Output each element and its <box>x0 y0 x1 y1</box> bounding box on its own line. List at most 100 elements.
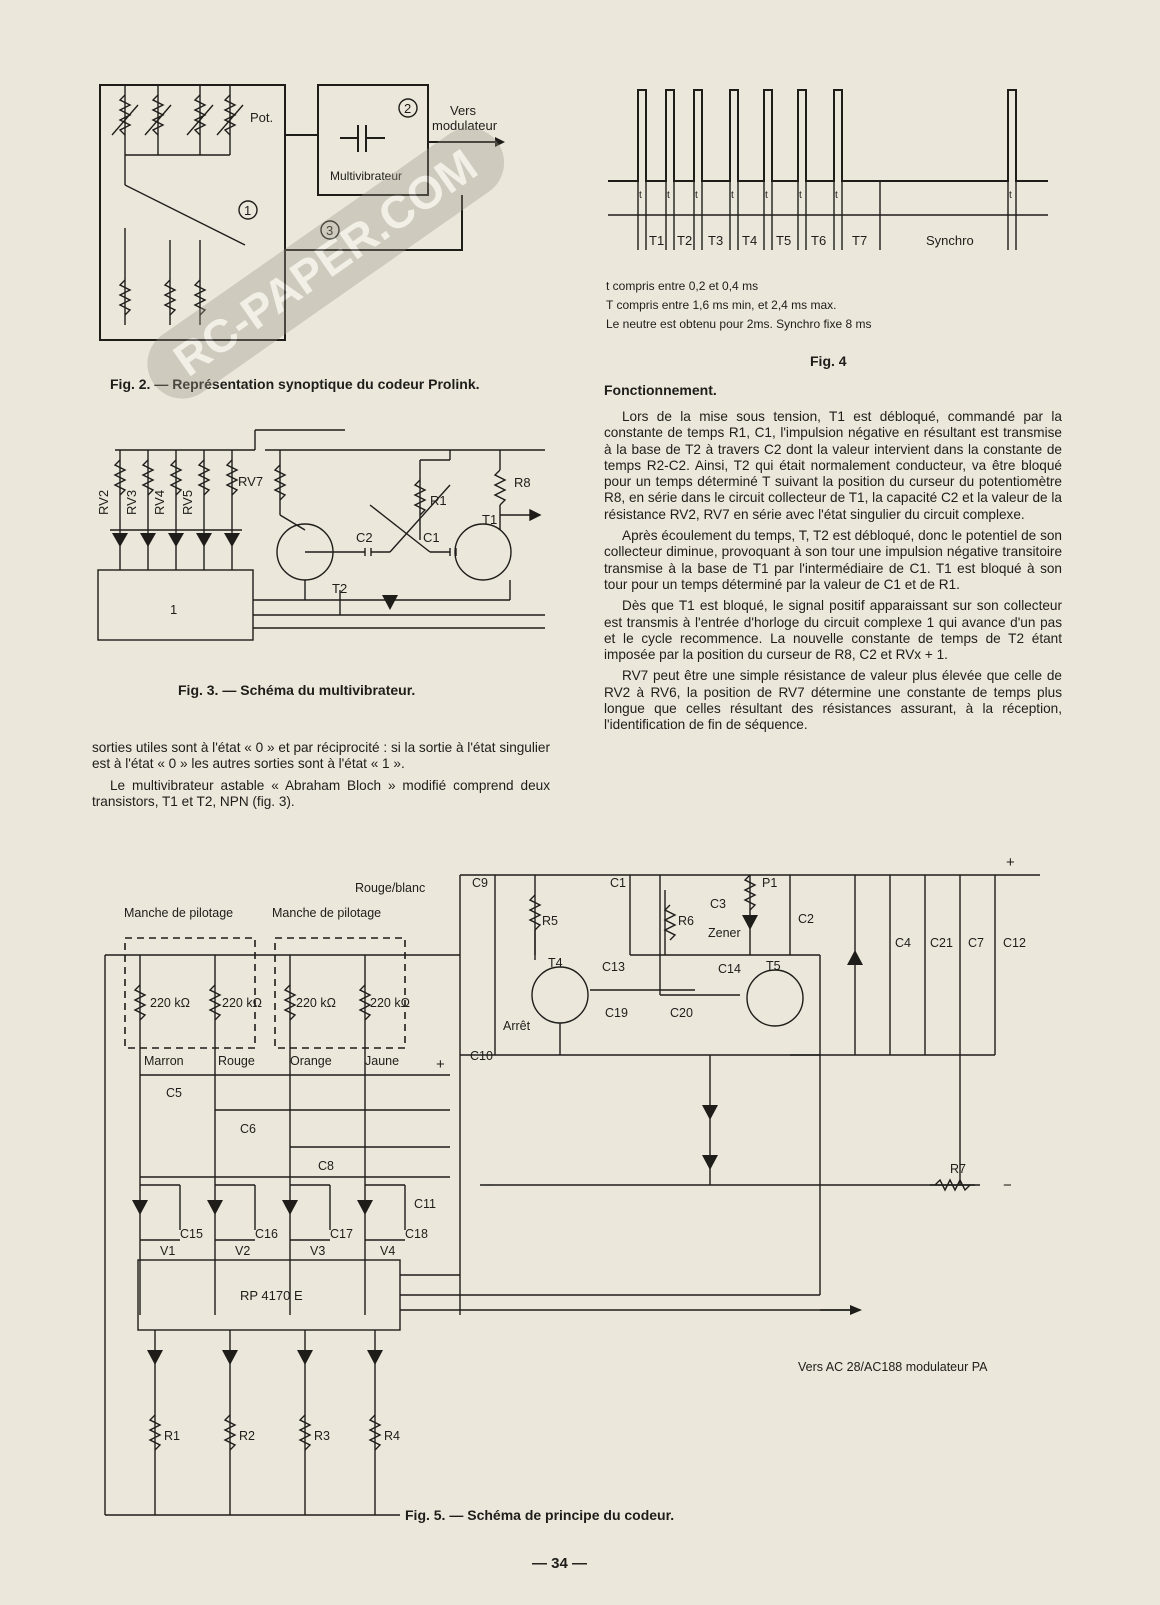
fig5-wire-marron: Marron <box>144 1054 184 1068</box>
fig5-plus-left: + <box>436 1056 445 1073</box>
fig5-c11: C11 <box>414 1197 436 1211</box>
fig5-c8: C8 <box>318 1159 334 1173</box>
fig5-v2: V2 <box>235 1244 250 1258</box>
fig5-r2: R2 <box>239 1429 255 1443</box>
fig2-node-2: 2 <box>404 101 411 116</box>
fig4-interval-synchro: Synchro <box>926 233 974 248</box>
fig5-v1: V1 <box>160 1244 175 1258</box>
fig5-c10: C10 <box>470 1049 493 1063</box>
fig5-c5: C5 <box>166 1086 182 1100</box>
fig5-c19: C19 <box>605 1006 628 1020</box>
fig3-block: 1 <box>170 602 177 617</box>
fig5-c17: C17 <box>330 1227 353 1241</box>
fig4-interval-t7: T7 <box>852 233 867 248</box>
fig4-interval-t4: T4 <box>742 233 757 248</box>
fig2-caption: Fig. 2. — Représentation synoptique du c… <box>110 376 480 392</box>
fig5-c4: C4 <box>895 936 911 950</box>
fig4-tick-label: t <box>1009 190 1012 201</box>
fig5-r7: R7 <box>950 1162 966 1176</box>
fig5-r5: R5 <box>542 914 558 928</box>
fig5-zener: Zener <box>708 926 741 940</box>
fig5-r6: R6 <box>678 914 694 928</box>
fig5-pot-1: 220 kΩ <box>150 996 190 1010</box>
fig5-r4: R4 <box>384 1429 400 1443</box>
fig5-c16: C16 <box>255 1227 278 1241</box>
fig5-arret: Arrêt <box>503 1019 531 1033</box>
fig2-multivibrateur-label: Multivibrateur <box>330 169 402 183</box>
fig5-c3: C3 <box>710 897 726 911</box>
fig3-rv3: RV3 <box>124 490 139 515</box>
fig5-minus-left: − <box>485 1177 494 1194</box>
fig4-pulse-diagram: t t t t t t t t T1 T2 T3 T4 T5 T6 T7 Syn… <box>608 89 1048 250</box>
fig4-caption: Fig. 4 <box>810 353 847 369</box>
fig5-rouge-blanc: Rouge/blanc <box>355 881 425 895</box>
fig4-interval-t2: T2 <box>677 233 692 248</box>
fig5-v3: V3 <box>310 1244 325 1258</box>
fig5-pot-3: 220 kΩ <box>296 996 336 1010</box>
fig5-plus-right: + <box>1006 854 1015 871</box>
fig3-r1: R1 <box>430 493 447 508</box>
fig4-notes: t compris entre 0,2 et 0,4 ms T compris … <box>606 277 1026 334</box>
fig3-c2: C2 <box>356 530 373 545</box>
fig5-p1: P1 <box>762 876 777 890</box>
fig5-wire-rouge: Rouge <box>218 1054 255 1068</box>
right-paragraph: Dès que T1 est bloqué, le signal positif… <box>604 598 1062 663</box>
fig5-c6: C6 <box>240 1122 256 1136</box>
fig5-c7: C7 <box>968 936 984 950</box>
fig5-c1: C1 <box>610 876 626 890</box>
fig4-interval-t5: T5 <box>776 233 791 248</box>
fig5-c13: C13 <box>602 960 625 974</box>
fig5-minus-right: − <box>1003 1177 1012 1194</box>
fig5-t4: T4 <box>548 956 563 970</box>
fig2-vers-label: Vers <box>450 103 477 118</box>
fig4-interval-t6: T6 <box>811 233 826 248</box>
left-text-block: sorties utiles sont à l'état « 0 » et pa… <box>92 740 550 815</box>
fig3-diagram: RV2 RV3 RV4 RV5 RV7 R1 R8 C2 C1 T1 T2 1 <box>96 429 545 641</box>
fig4-tick-label: t <box>667 190 670 201</box>
fig3-rv7: RV7 <box>238 474 263 489</box>
fig3-r8: R8 <box>514 475 531 490</box>
fig5-c9: C9 <box>472 876 488 890</box>
fig3-rv4: RV4 <box>152 490 167 515</box>
fig2-node-1: 1 <box>244 203 251 218</box>
fig4-interval-t1: T1 <box>649 233 664 248</box>
fig5-output-label: Vers AC 28/AC188 modulateur PA <box>798 1360 988 1374</box>
fig3-caption: Fig. 3. — Schéma du multivibrateur. <box>178 682 416 698</box>
page-number: — 34 — <box>532 1555 588 1572</box>
fig5-pot-4: 220 kΩ <box>370 996 410 1010</box>
fig5-wire-jaune: Jaune <box>365 1054 399 1068</box>
fig5-manche-2: Manche de pilotage <box>272 906 381 920</box>
fig5-manche-1: Manche de pilotage <box>124 906 233 920</box>
fig5-c14: C14 <box>718 962 741 976</box>
fig3-rv5: RV5 <box>180 490 195 515</box>
fig5-c15: C15 <box>180 1227 203 1241</box>
fig4-tick-label: t <box>639 190 642 201</box>
fig2-node-3: 3 <box>326 223 333 238</box>
fig3-t2: T2 <box>332 581 347 596</box>
fig5-pot-2: 220 kΩ <box>222 996 262 1010</box>
fig5-schematic: Manche de pilotage Manche de pilotage Ro… <box>104 854 1040 1516</box>
fig3-rv2: RV2 <box>96 490 111 515</box>
fig4-note: T compris entre 1,6 ms min, et 2,4 ms ma… <box>606 298 837 312</box>
right-paragraph: Lors de la mise sous tension, T1 est déb… <box>604 409 1062 522</box>
fig5-c12: C12 <box>1003 936 1026 950</box>
fig5-wire-orange: Orange <box>290 1054 332 1068</box>
fig5-c21: C21 <box>930 936 953 950</box>
fig2-modulateur-label: modulateur <box>432 118 498 133</box>
fig5-c2: C2 <box>798 912 814 926</box>
fig4-tick-label: t <box>765 190 768 201</box>
fig3-c1: C1 <box>423 530 440 545</box>
fig5-r1: R1 <box>164 1429 180 1443</box>
right-paragraph: Après écoulement du temps, T, T2 est déb… <box>604 528 1062 592</box>
left-paragraph: sorties utiles sont à l'état « 0 » et pa… <box>92 740 550 772</box>
fig5-c20: C20 <box>670 1006 693 1020</box>
left-paragraph: Le multivibrateur astable « Abraham Bloc… <box>92 777 550 809</box>
fig2-pot-label: Pot. <box>250 110 273 125</box>
fig5-caption: Fig. 5. — Schéma de principe du codeur. <box>405 1507 675 1523</box>
fig4-tick-label: t <box>835 190 838 201</box>
fig4-tick-label: t <box>731 190 734 201</box>
fig4-note: t compris entre 0,2 et 0,4 ms <box>606 279 759 293</box>
fig5-t5: T5 <box>766 959 781 973</box>
right-paragraph: RV7 peut être une simple résistance de v… <box>604 668 1062 733</box>
fig4-tick-label: t <box>695 190 698 201</box>
